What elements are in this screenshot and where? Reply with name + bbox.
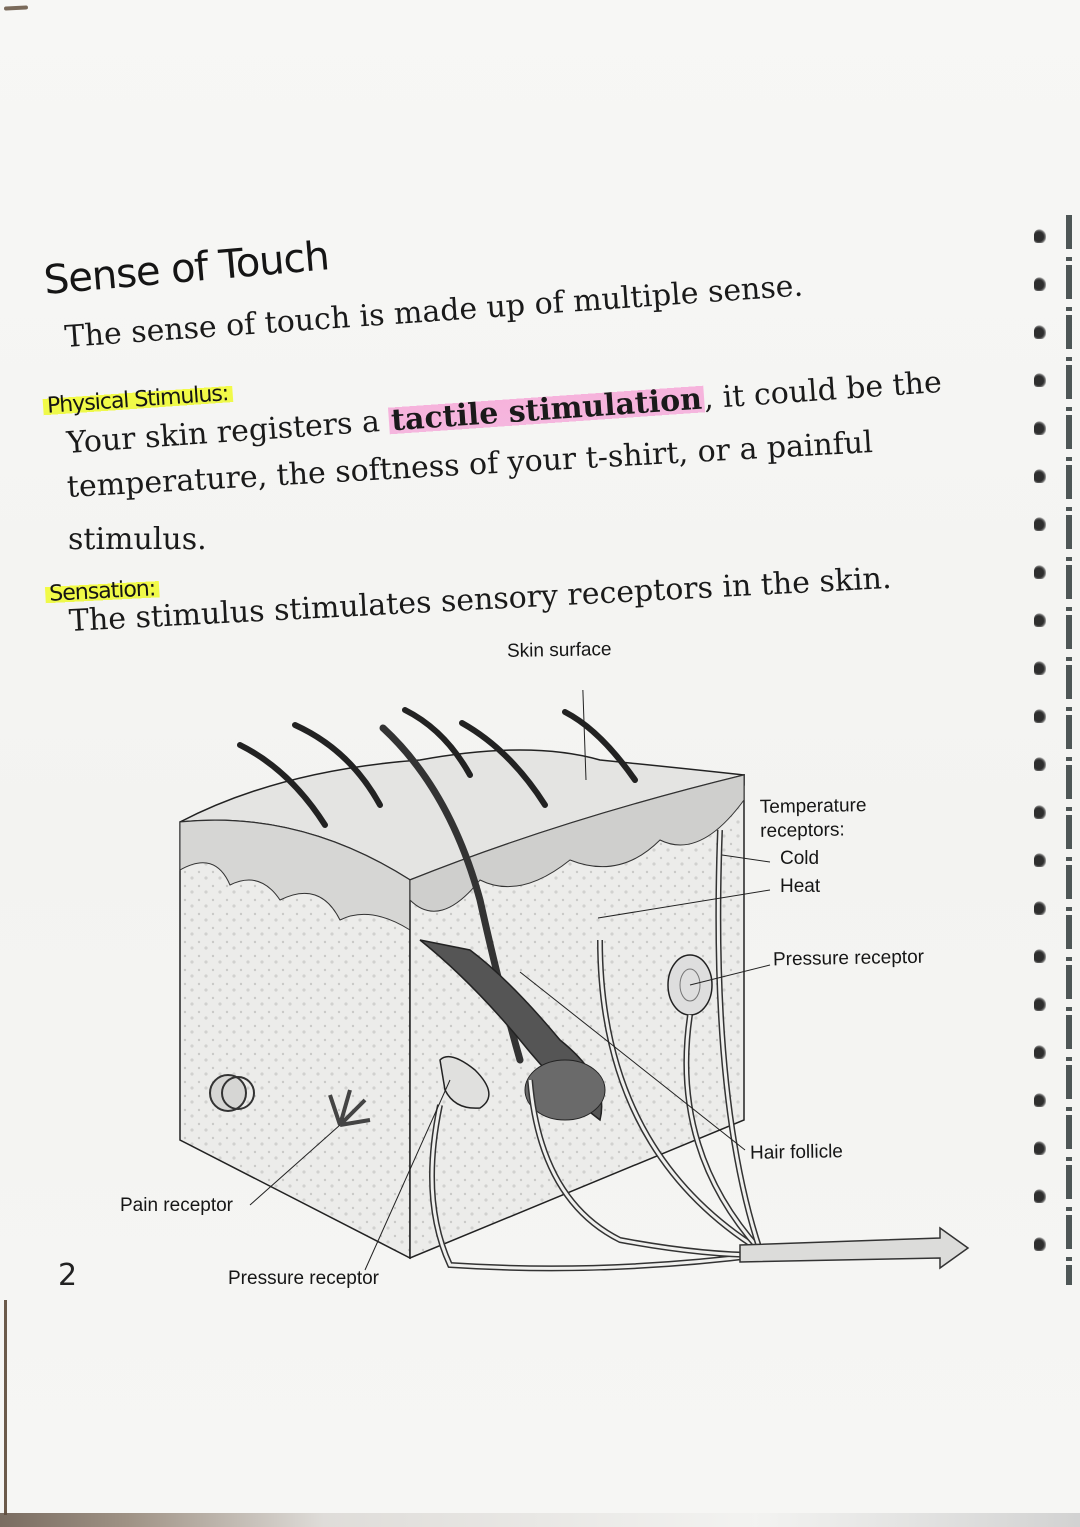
label-temperature-receptors: Temperature receptors: xyxy=(760,794,867,843)
spiral-ring-icon xyxy=(1034,517,1046,531)
spiral-ring-icon xyxy=(1034,469,1046,483)
spiral-ring-icon xyxy=(1034,1189,1046,1203)
label-temperature-line-2: receptors: xyxy=(760,819,845,842)
spiral-ring-icon xyxy=(1034,853,1046,867)
page-title: Sense of Touch xyxy=(41,233,331,304)
text-after-highlight: , it could be the xyxy=(702,364,943,417)
heading-physical-stimulus: Physical Stimulus: xyxy=(42,380,234,419)
spiral-ring-icon xyxy=(1034,373,1046,387)
spiral-ring-icon xyxy=(1034,421,1046,435)
physical-stimulus-line-3: stimulus. xyxy=(68,522,207,557)
spiral-ring-icon xyxy=(1034,229,1046,243)
binding-strip xyxy=(1066,215,1072,1285)
spiral-ring-icon xyxy=(1034,1237,1046,1251)
page-number: 2 xyxy=(58,1258,78,1293)
spiral-ring-icon xyxy=(1034,805,1046,819)
spiral-ring-icon xyxy=(1034,997,1046,1011)
spiral-ring-icon xyxy=(1034,613,1046,627)
spiral-ring-icon xyxy=(1034,277,1046,291)
spiral-ring-icon xyxy=(1034,757,1046,771)
label-temperature-line-1: Temperature xyxy=(759,795,867,818)
skin-cross-section-diagram xyxy=(179,690,970,1272)
label-skin-surface: Skin surface xyxy=(506,639,612,662)
label-hair-follicle: Hair follicle xyxy=(749,1141,844,1164)
spiral-ring-icon xyxy=(1034,1045,1046,1059)
spiral-ring-icon xyxy=(1034,565,1046,579)
page-left-edge xyxy=(4,1300,7,1515)
label-cold: Cold xyxy=(780,848,820,869)
spiral-ring-icon xyxy=(1034,661,1046,675)
label-heat: Heat xyxy=(780,876,821,897)
spiral-binding xyxy=(1030,215,1080,1295)
sensation-text: The stimulus stimulates sensory receptor… xyxy=(68,560,893,640)
page-corner-shadow xyxy=(3,5,29,11)
spiral-ring-icon xyxy=(1034,949,1046,963)
label-pressure-receptor-bottom: Pressure receptor xyxy=(228,1268,380,1289)
spiral-ring-icon xyxy=(1034,325,1046,339)
highlighted-term: tactile stimulation xyxy=(387,381,706,439)
spiral-ring-icon xyxy=(1034,709,1046,723)
spiral-ring-icon xyxy=(1034,1093,1046,1107)
label-pain-receptor: Pain receptor xyxy=(120,1195,234,1216)
spiral-ring-icon xyxy=(1034,1141,1046,1155)
spiral-ring-icon xyxy=(1034,901,1046,915)
page-bottom-edge xyxy=(0,1513,1080,1527)
label-pressure-receptor-right: Pressure receptor xyxy=(772,946,925,971)
